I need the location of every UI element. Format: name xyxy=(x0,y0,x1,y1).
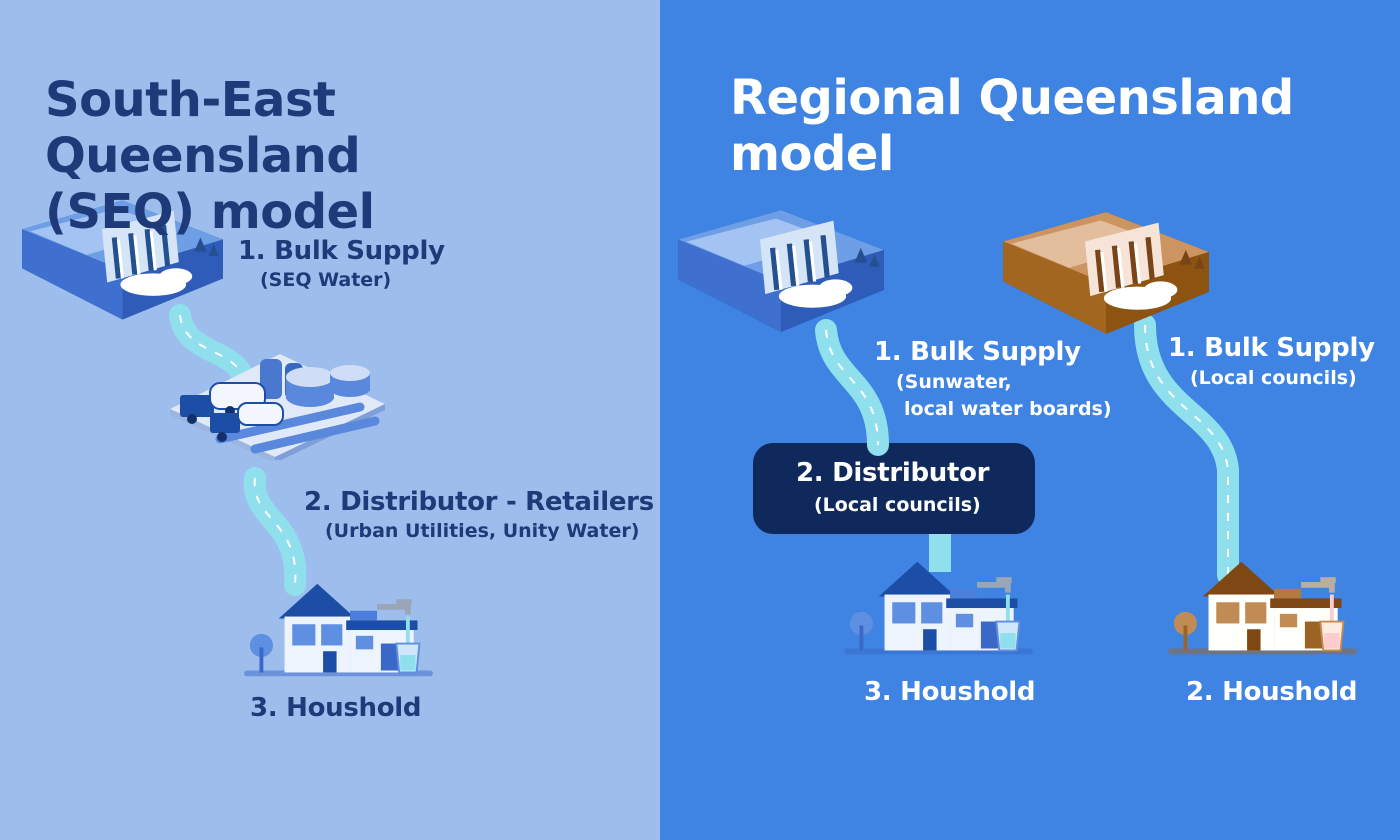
regional-a-dam-icon xyxy=(678,210,884,332)
regional-a-stream-bulk xyxy=(815,319,889,456)
regional-a-bulk-sub1: (Sunwater, xyxy=(896,371,1012,393)
regional-a-bulk-label: 1. Bulk Supply xyxy=(874,337,1081,367)
seq-bulk-label: 1. Bulk Supply xyxy=(238,236,445,266)
regional-distributor-box xyxy=(753,443,1035,534)
regional-panel xyxy=(660,0,1400,840)
regional-a-distributor-sub: (Local councils) xyxy=(814,494,981,516)
regional-a-distributor-label: 2. Distributor xyxy=(796,458,990,488)
seq-distributor-label: 2. Distributor - Retailers xyxy=(304,487,654,517)
regional-b-bulk-label: 1. Bulk Supply xyxy=(1168,333,1375,363)
seq-house-icon xyxy=(244,584,433,677)
seq-household-label: 3. Houshold xyxy=(250,693,422,723)
regional-a-house-icon xyxy=(844,562,1033,655)
seq-stream-distributor xyxy=(243,467,307,596)
council-dam-icon xyxy=(1003,212,1209,334)
regional-b-house-icon xyxy=(1168,562,1357,655)
seq-distributor-sub: (Urban Utilities, Unity Water) xyxy=(325,520,640,542)
treatment-plant-icon xyxy=(170,354,385,463)
seq-bulk-sub: (SEQ Water) xyxy=(260,269,392,291)
regional-a-household-label: 3. Houshold xyxy=(864,677,1036,707)
regional-a-bulk-sub2: local water boards) xyxy=(904,398,1112,420)
seq-title: South-East Queensland(SEQ) model xyxy=(45,72,375,240)
regional-b-stream xyxy=(1134,314,1239,586)
regional-b-household-label: 2. Houshold xyxy=(1186,677,1358,707)
regional-b-bulk-sub: (Local councils) xyxy=(1190,367,1357,389)
